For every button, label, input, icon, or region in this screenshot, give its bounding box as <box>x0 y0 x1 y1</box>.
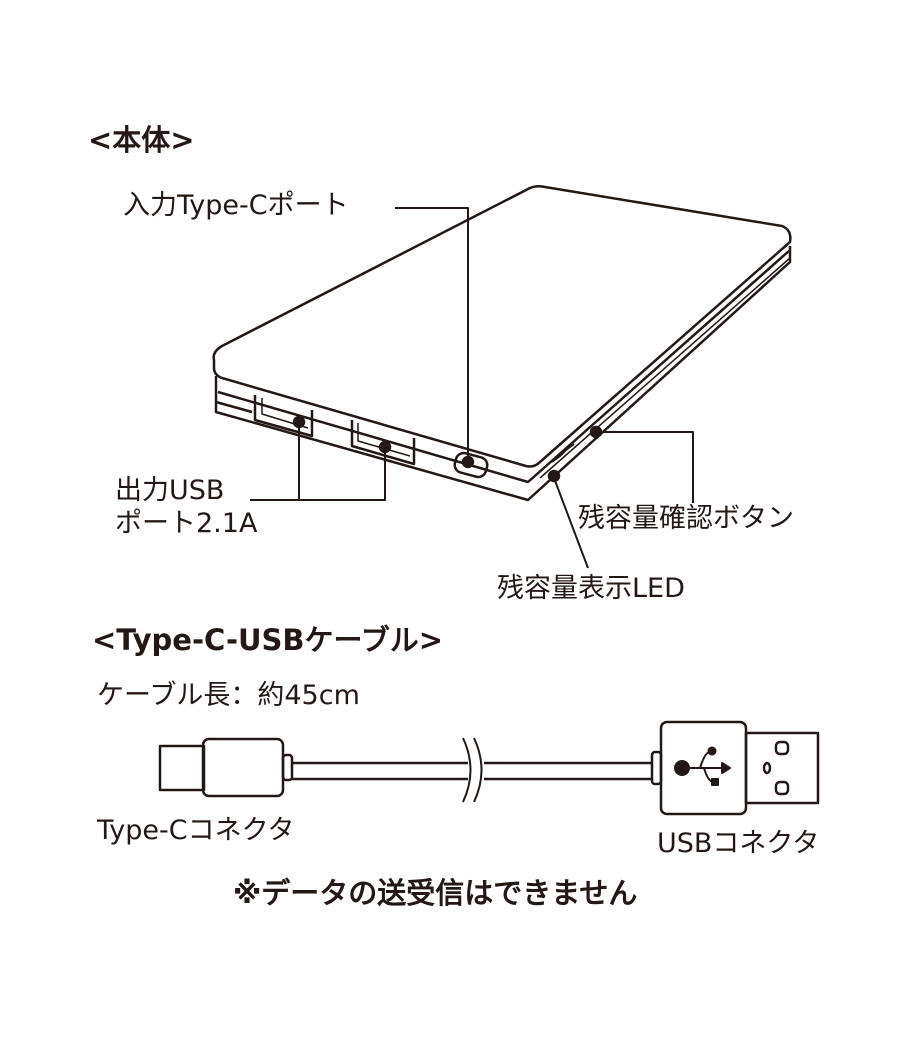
typec-connector-label: Type-Cコネクタ <box>97 815 295 846</box>
usb-icon <box>674 746 731 786</box>
typec-plug-body <box>201 737 285 798</box>
cable-heading: <Type-C-USBケーブル> <box>92 623 444 657</box>
output-usb-label-line1: 出力USB <box>115 475 225 506</box>
usb-connector-label: USBコネクタ <box>657 828 820 859</box>
output-usb-label-line2: ポート2.1A <box>115 508 258 539</box>
input-port-label: 入力Type-Cポート <box>123 190 349 221</box>
led-label: 残容量表示LED <box>497 573 685 604</box>
cable-length: ケーブル長：約45cm <box>97 680 360 711</box>
typec-plug-tip <box>158 744 206 792</box>
usb-plug-tip <box>744 731 820 805</box>
body-heading: <本体> <box>88 123 195 157</box>
cable-illustration <box>158 720 820 816</box>
data-transfer-note: ※データの送受信はできません <box>233 876 638 910</box>
power-bank-illustration <box>212 184 792 569</box>
check-button-label: 残容量確認ボタン <box>578 503 794 534</box>
